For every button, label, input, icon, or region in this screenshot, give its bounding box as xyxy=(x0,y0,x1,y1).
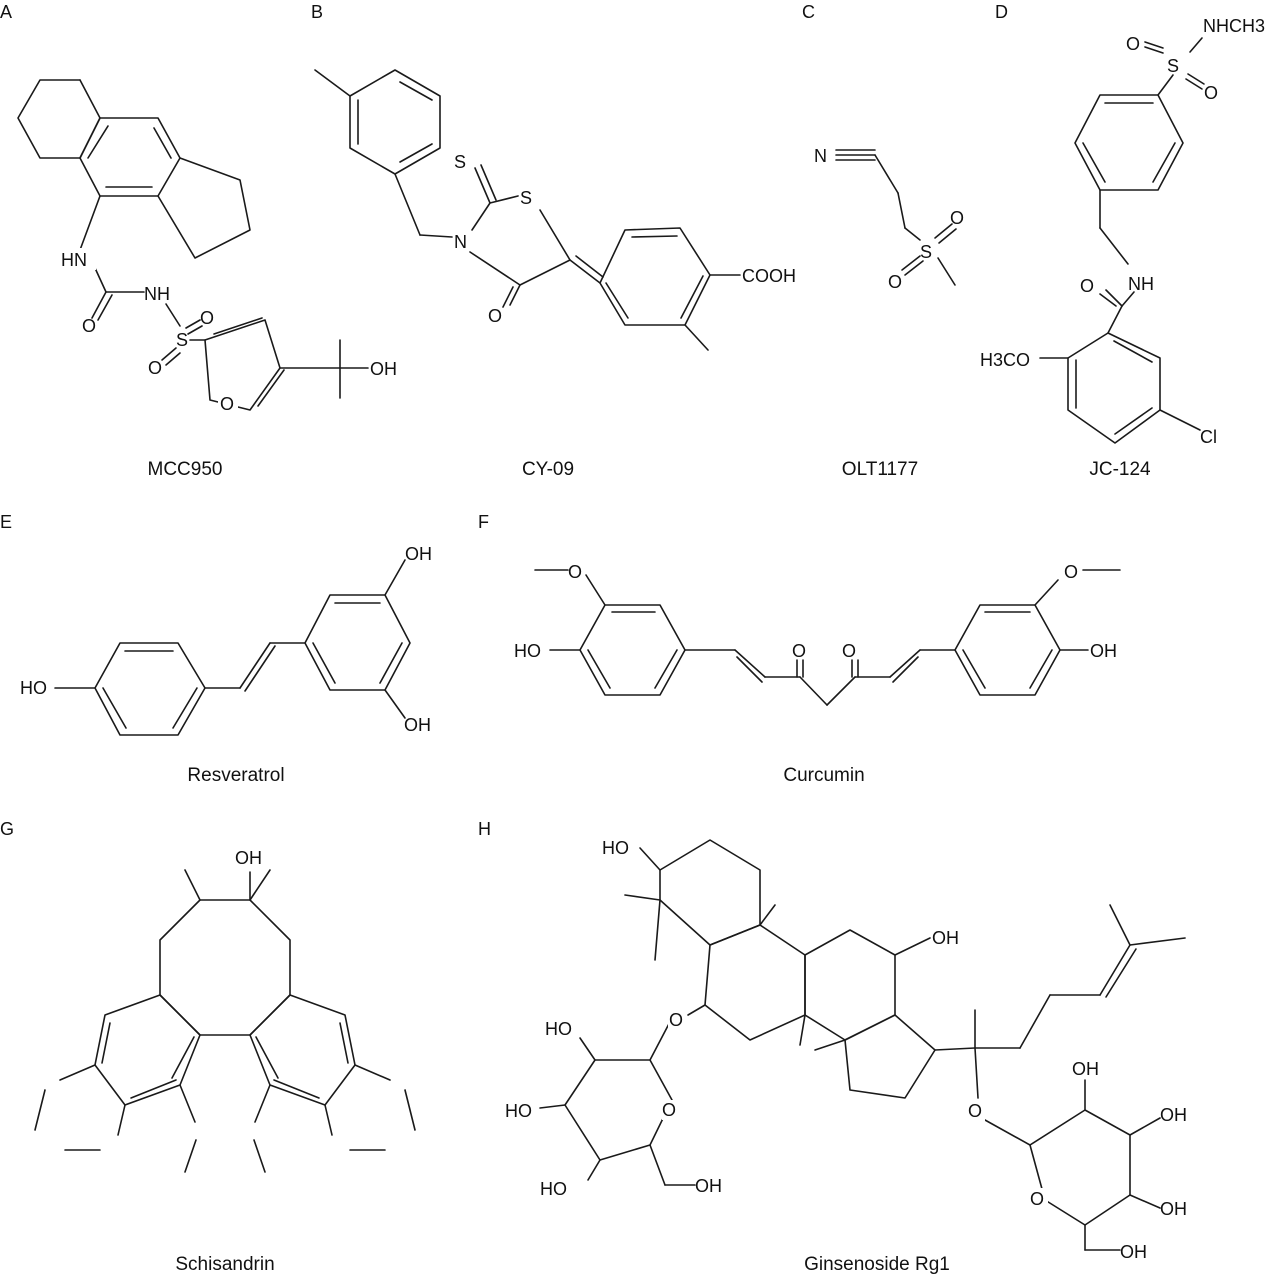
atom-label-cl: Cl xyxy=(1200,427,1217,447)
panel-letter-e: E xyxy=(0,512,12,532)
atom-label-o: O xyxy=(1064,562,1078,582)
atom-label-oh: OH xyxy=(1160,1199,1187,1219)
atom-label-oh: OH xyxy=(235,848,262,868)
panel-letter-c: C xyxy=(802,2,815,22)
atom-label-o: O xyxy=(888,272,902,292)
panel-letter-a: A xyxy=(0,2,12,22)
atom-label-o: O xyxy=(950,208,964,228)
caption-cy09: CY-09 xyxy=(522,459,574,480)
atom-label-o: O xyxy=(1204,83,1218,103)
structure-ginsenoside-rg1 xyxy=(539,839,1186,1251)
atom-label-ho: HO xyxy=(514,641,541,661)
atom-label-hn: HN xyxy=(61,250,87,270)
atom-label-o: O xyxy=(842,641,856,661)
structure-curcumin xyxy=(534,569,1121,706)
atom-label-s: S xyxy=(1167,56,1179,76)
atom-label-oh: OH xyxy=(1072,1059,1099,1079)
atom-label-cooh: COOH xyxy=(742,266,796,286)
caption-ginsenoside-rg1: Ginsenoside Rg1 xyxy=(804,1254,950,1275)
structure-olt1177-labels: N S O O xyxy=(814,146,964,292)
panel-letter-d: D xyxy=(995,2,1008,22)
atom-label-oh: OH xyxy=(1160,1105,1187,1125)
structure-resveratrol-labels: OH HO OH xyxy=(20,544,432,735)
panel-letters: A B C D E F G H xyxy=(0,2,1008,839)
atom-label-n: N xyxy=(454,232,467,252)
atom-label-oh: OH xyxy=(404,715,431,735)
atom-label-h3co: H3CO xyxy=(980,350,1030,370)
atom-label-ho: HO xyxy=(602,838,629,858)
structure-cy09 xyxy=(314,69,741,351)
atom-label-oh: OH xyxy=(370,359,397,379)
atom-label-o: O xyxy=(220,394,234,414)
atom-label-nhch3: NHCH3 xyxy=(1203,16,1265,36)
atom-label-s: S xyxy=(920,242,932,262)
structure-mcc950-labels: HN NH O S O O O OH xyxy=(61,248,397,414)
atom-label-o: O xyxy=(1080,276,1094,296)
atom-label-oh: OH xyxy=(932,928,959,948)
atom-label-o: O xyxy=(200,308,214,328)
atom-label-ho: HO xyxy=(540,1179,567,1199)
atom-label-oh: OH xyxy=(1120,1242,1147,1262)
structure-schisandrin xyxy=(34,869,416,1173)
structure-mcc950 xyxy=(17,79,369,411)
panel-letter-g: G xyxy=(0,819,14,839)
caption-curcumin: Curcumin xyxy=(783,765,864,786)
structure-schisandrin-labels: OH xyxy=(235,848,262,868)
atom-label-o: O xyxy=(1126,34,1140,54)
atom-label-n: N xyxy=(814,146,827,166)
structure-ginsenoside-rg1-labels: HO OH HO O HO O HO OH OH O OH O OH OH xyxy=(505,838,1187,1262)
atom-label-ho: HO xyxy=(505,1101,532,1121)
atom-label-o: O xyxy=(82,316,96,336)
atom-label-s-thione: S xyxy=(454,152,466,172)
caption-resveratrol: Resveratrol xyxy=(187,765,284,786)
atom-label-oh: OH xyxy=(405,544,432,564)
atom-label-ho: HO xyxy=(545,1019,572,1039)
atom-label-s: S xyxy=(176,330,188,350)
structure-jc124-labels: NHCH3 O S O O NH H3CO Cl xyxy=(980,16,1265,447)
atom-label-nh: NH xyxy=(144,284,170,304)
atom-label-o: O xyxy=(669,1010,683,1030)
structure-olt1177 xyxy=(835,149,957,286)
atom-label-o: O xyxy=(792,641,806,661)
atom-label-nh: NH xyxy=(1128,274,1154,294)
structure-jc124 xyxy=(1039,37,1205,444)
atom-label-o: O xyxy=(568,562,582,582)
caption-mcc950: MCC950 xyxy=(148,459,223,480)
atom-label-o: O xyxy=(488,306,502,326)
panel-letter-f: F xyxy=(478,512,489,532)
atom-label-oh: OH xyxy=(1090,641,1117,661)
atom-label-ho: HO xyxy=(20,678,47,698)
structure-curcumin-labels: O HO O O O OH xyxy=(514,562,1117,661)
atom-label-o: O xyxy=(662,1100,676,1120)
compound-captions: MCC950 CY-09 OLT1177 JC-124 Resveratrol … xyxy=(148,459,1152,1275)
atom-label-s-ring: S xyxy=(520,188,532,208)
structure-resveratrol xyxy=(54,559,411,736)
atom-label-o: O xyxy=(1030,1189,1044,1209)
structure-cy09-labels: S S N O COOH xyxy=(454,152,796,326)
atom-label-o: O xyxy=(968,1101,982,1121)
caption-schisandrin: Schisandrin xyxy=(175,1254,274,1275)
atom-label-oh: OH xyxy=(695,1176,722,1196)
caption-jc124: JC-124 xyxy=(1089,459,1151,480)
caption-olt1177: OLT1177 xyxy=(842,459,918,480)
atom-label-o: O xyxy=(148,358,162,378)
panel-letter-b: B xyxy=(311,2,323,22)
panel-letter-h: H xyxy=(478,819,491,839)
